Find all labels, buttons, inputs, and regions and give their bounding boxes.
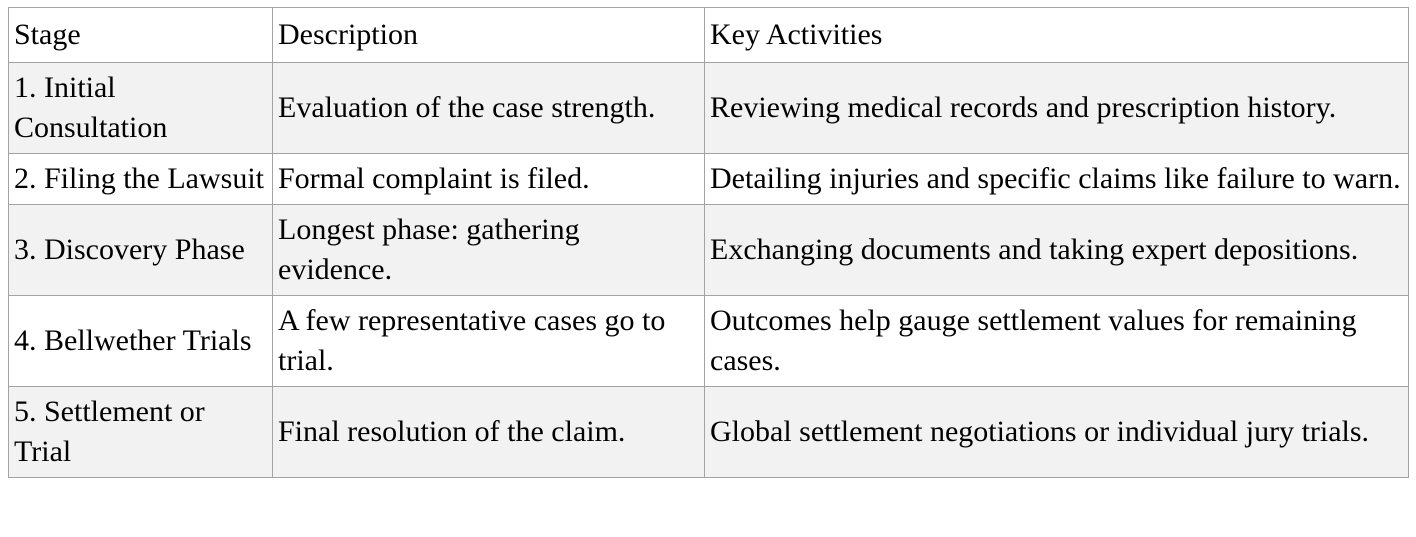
cell-key-activities: Exchanging documents and taking expert d… (704, 204, 1409, 296)
cell-key-activities: Global settlement negotiations or indivi… (704, 386, 1409, 478)
cell-key-activities: Detailing injuries and specific claims l… (704, 153, 1409, 205)
cell-key-activities: Outcomes help gauge settlement values fo… (704, 295, 1409, 387)
cell-description: Final resolution of the claim. (272, 386, 705, 478)
cell-description: Longest phase: gathering evidence. (272, 204, 705, 296)
column-header-stage: Stage (8, 7, 273, 63)
table-row: 3. Discovery Phase Longest phase: gather… (8, 204, 1409, 296)
cell-stage: 3. Discovery Phase (8, 204, 273, 296)
cell-key-activities: Reviewing medical records and prescripti… (704, 62, 1409, 154)
table-row: 5. Settlement or Trial Final resolution … (8, 386, 1409, 478)
cell-stage: 2. Filing the Lawsuit (8, 153, 273, 205)
cell-description: Evaluation of the case strength. (272, 62, 705, 154)
column-header-key-activities: Key Activities (704, 7, 1409, 63)
cell-stage: 5. Settlement or Trial (8, 386, 273, 478)
table-row: 4. Bellwether Trials A few representativ… (8, 295, 1409, 387)
table-header-row: Stage Description Key Activities (8, 7, 1409, 63)
table-row: 1. Initial Consultation Evaluation of th… (8, 62, 1409, 154)
cell-description: A few representative cases go to trial. (272, 295, 705, 387)
cell-stage: 1. Initial Consultation (8, 62, 273, 154)
table-row: 2. Filing the Lawsuit Formal complaint i… (8, 153, 1409, 205)
litigation-stages-table: Stage Description Key Activities 1. Init… (8, 7, 1409, 478)
cell-description: Formal complaint is filed. (272, 153, 705, 205)
column-header-description: Description (272, 7, 705, 63)
cell-stage: 4. Bellwether Trials (8, 295, 273, 387)
